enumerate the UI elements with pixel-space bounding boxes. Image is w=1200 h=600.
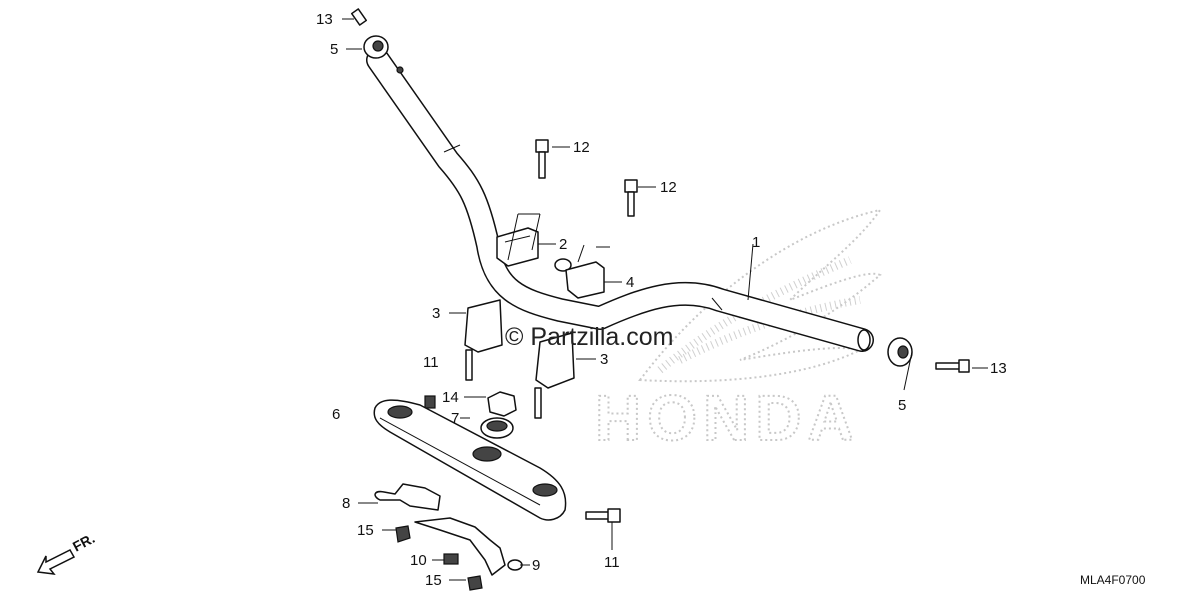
callout-4: 4 — [626, 274, 634, 291]
top-bridge-6 — [373, 399, 567, 521]
callout-10: 10 — [410, 552, 427, 569]
nut-14 — [487, 391, 517, 417]
bolt-12-right — [624, 179, 638, 217]
handlebar — [366, 48, 874, 352]
bracket-8 — [374, 483, 441, 511]
callout-14: 14 — [442, 389, 459, 406]
nut-15-upper — [395, 525, 411, 543]
callout-7: 7 — [451, 410, 459, 427]
callout-13-top: 13 — [316, 11, 333, 28]
bolt-13-right — [935, 359, 970, 373]
holder-upper-2 — [496, 227, 539, 267]
callout-1: 1 — [752, 234, 760, 251]
front-label: FR. — [70, 530, 97, 555]
clip-10 — [443, 553, 459, 565]
nut-15-lower — [467, 575, 483, 591]
callout-9: 9 — [532, 557, 540, 574]
callout-5-right: 5 — [898, 397, 906, 414]
holder-lower-right-3 — [534, 332, 575, 419]
callout-3-left: 3 — [432, 305, 440, 322]
callout-6: 6 — [332, 406, 340, 423]
callout-12-left: 12 — [573, 139, 590, 156]
washer-7 — [480, 417, 514, 439]
bolt-13-top — [350, 8, 368, 26]
holder-upper-4 — [554, 258, 605, 299]
small-nut — [424, 395, 436, 409]
callout-11-upper: 11 — [423, 354, 439, 371]
callout-15-lower: 15 — [425, 572, 442, 589]
callout-2: 2 — [559, 236, 567, 253]
callout-13-right: 13 — [990, 360, 1007, 377]
callout-12-right: 12 — [660, 179, 677, 196]
bar-end-weight-5-right — [887, 337, 913, 367]
callout-15-upper: 15 — [357, 522, 374, 539]
bar-end-weight-5-top — [363, 35, 389, 59]
bracket-9 — [414, 517, 523, 576]
callout-3-right: 3 — [600, 351, 608, 368]
leader-lines — [342, 18, 988, 581]
callout-11-lower: 11 — [604, 554, 620, 571]
watermark-text: © Partzilla.com — [505, 323, 673, 351]
honda-logo-text: HONDA — [595, 382, 860, 454]
callout-5-top: 5 — [330, 41, 338, 58]
holder-lower-left-3 — [464, 299, 503, 381]
bolt-11-lower — [585, 508, 621, 523]
front-direction-arrow: FR. — [36, 530, 97, 575]
bolt-12-left — [535, 139, 549, 179]
callout-8: 8 — [342, 495, 350, 512]
diagram-code: MLA4F0700 — [1080, 573, 1146, 587]
